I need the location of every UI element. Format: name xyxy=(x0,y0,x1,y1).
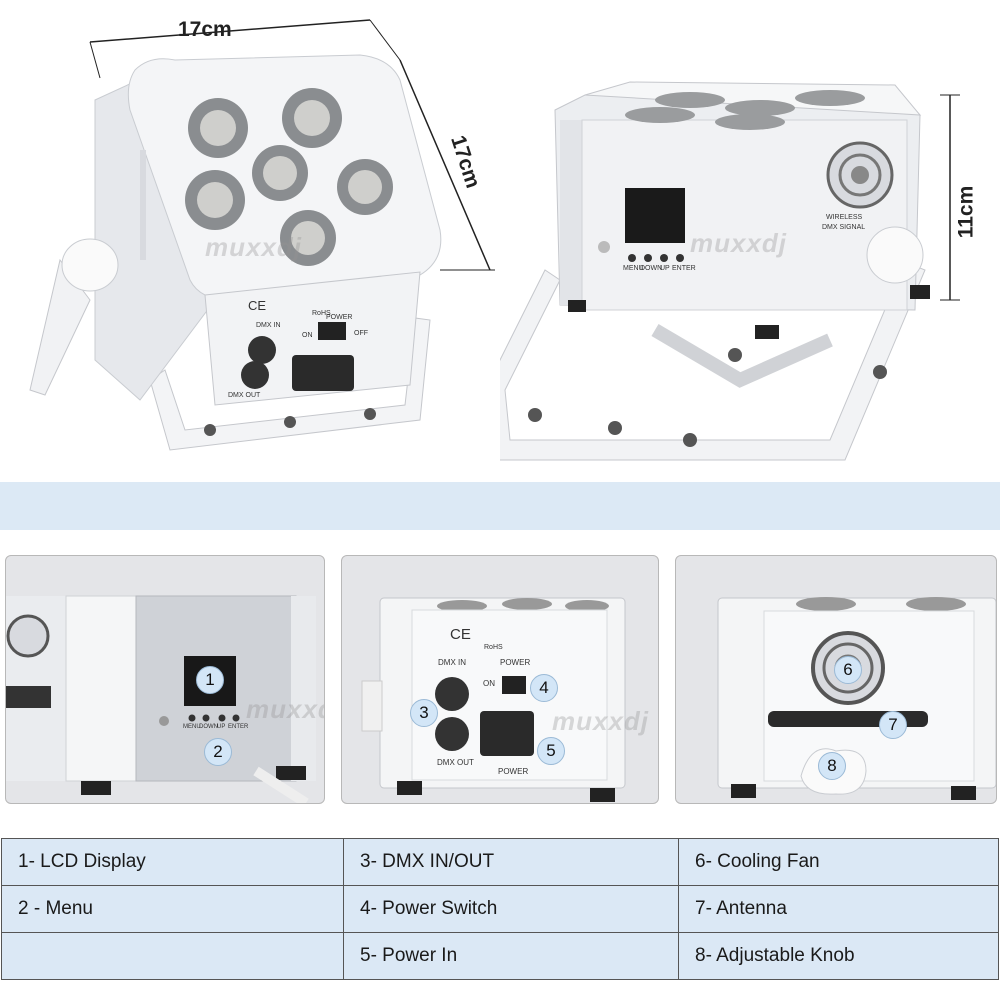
up-button-label: UP xyxy=(660,265,670,272)
on-label: ON xyxy=(483,679,495,688)
legend-cell: 6- Cooling Fan xyxy=(678,838,999,886)
legend-row: 5- Power In 8- Adjustable Knob xyxy=(1,932,999,980)
watermark: muxxdj xyxy=(205,232,303,262)
dmx-signal-label: DMX SIGNAL xyxy=(822,224,866,231)
legend-cell: 8- Adjustable Knob xyxy=(678,932,999,980)
watermark: muxxdj xyxy=(246,694,324,724)
off-label: OFF xyxy=(354,330,368,337)
legend-cell: 5- Power In xyxy=(343,932,679,980)
power-bottom-label: POWER xyxy=(498,767,529,776)
legend-cell: 4- Power Switch xyxy=(343,885,679,933)
legend-cell: 7- Antenna xyxy=(678,885,999,933)
separator-band xyxy=(0,482,1000,530)
detail-photo-rear-connectors: CE RoHS DMX IN POWER ON DMX OUT POWER 3 … xyxy=(341,555,659,804)
callout-badge-5: 5 xyxy=(537,737,565,765)
legend-row: 1- LCD Display 3- DMX IN/OUT 6- Cooling … xyxy=(1,838,999,886)
enter-button-label: ENTER xyxy=(228,724,249,730)
ce-mark: CE xyxy=(248,298,267,313)
legend-cell: 1- LCD Display xyxy=(1,838,344,886)
watermark: muxxdj xyxy=(690,228,788,258)
down-button-label: DOWN xyxy=(199,724,218,730)
callout-badge-8: 8 xyxy=(818,752,846,780)
callout-badge-6: 6 xyxy=(834,656,862,684)
wireless-label: WIRELESS xyxy=(826,214,863,221)
callout-badge-4: 4 xyxy=(530,674,558,702)
enter-button-label: ENTER xyxy=(672,265,696,272)
side-product-illustration xyxy=(484,81,960,461)
on-label: ON xyxy=(302,332,313,339)
front-product-photo: 17cm 17cm CE RoHS DMX IN POWER ON OFF DM… xyxy=(0,0,500,470)
dmx-out-label: DMX OUT xyxy=(228,392,261,399)
menu-button-label: MENU xyxy=(623,265,644,272)
dmx-in-label: DMX IN xyxy=(256,322,281,329)
callout-badge-7: 7 xyxy=(879,711,907,739)
rohs-mark: RoHS xyxy=(312,310,331,317)
parts-legend-table: 1- LCD Display 3- DMX IN/OUT 6- Cooling … xyxy=(1,838,999,980)
ce-mark: CE xyxy=(450,626,471,643)
detail-photo-lcd-menu: 1 2 MENU DOWN UP ENTER muxxdj xyxy=(5,555,325,804)
rohs-mark: RoHS xyxy=(484,644,503,651)
legend-row: 2 - Menu 4- Power Switch 7- Antenna xyxy=(1,885,999,933)
side-product-photo: 11cm MENU DOWN UP ENTER WIRELESS DMX SIG… xyxy=(484,0,1000,470)
menu-button-label: MENU xyxy=(183,724,201,730)
legend-cell: 3- DMX IN/OUT xyxy=(343,838,679,886)
up-button-label: UP xyxy=(217,724,226,730)
watermark: muxxdj xyxy=(552,706,650,736)
callout-badge-1: 1 xyxy=(196,666,224,694)
front-product-illustration xyxy=(29,19,495,451)
rear-panel-illustration xyxy=(361,597,626,802)
height-dimension-label: 11cm xyxy=(954,185,978,239)
width-dimension-label: 17cm xyxy=(178,18,232,41)
dmx-out-label: DMX OUT xyxy=(437,758,474,767)
legend-cell: 2 - Menu xyxy=(1,885,344,933)
led-lenses xyxy=(185,88,393,266)
callout-badge-2: 2 xyxy=(204,738,232,766)
down-button-label: DOWN xyxy=(640,265,663,272)
dmx-in-label: DMX IN xyxy=(438,658,466,667)
power-label: POWER xyxy=(326,314,353,321)
detail-photo-fan-antenna: 6 7 8 xyxy=(675,555,997,804)
callout-badge-3: 3 xyxy=(410,699,438,727)
lcd-panel-illustration xyxy=(6,595,316,803)
legend-cell xyxy=(1,932,344,980)
power-top-label: POWER xyxy=(500,658,531,667)
